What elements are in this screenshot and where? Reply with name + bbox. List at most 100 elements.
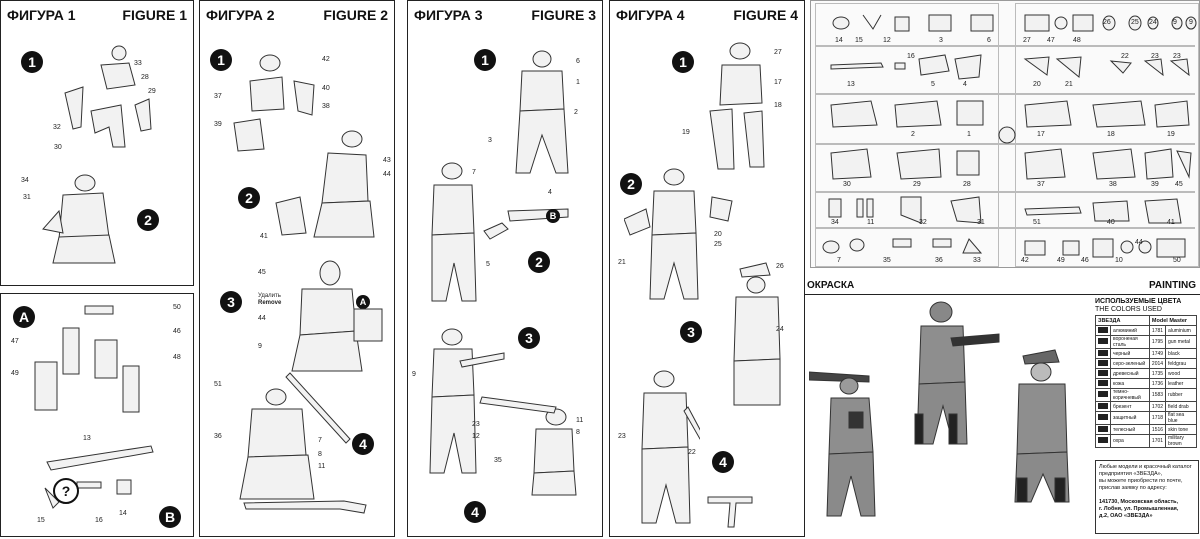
assembly-ab-panel: A B 50 47 46 48 49 ? 13 15 16 14 <box>0 293 194 537</box>
color-name-ru: серо-зеленый <box>1110 358 1150 369</box>
color-swatch <box>1098 414 1108 420</box>
sprue-label: 46 <box>1081 257 1089 264</box>
step-3-marker: 3 <box>680 321 702 343</box>
color-code: 1718 <box>1148 411 1167 425</box>
rifle-part <box>243 500 367 514</box>
figure-4-step-1-parts <box>709 42 765 170</box>
sprue-label: 25 <box>1131 19 1139 26</box>
figure-2-header: ФИГУРА 2 FIGURE 2 <box>206 5 388 25</box>
figure-1-title-ru: ФИГУРА 1 <box>7 7 76 23</box>
painting-title-ru: ОКРАСКА <box>807 280 855 291</box>
note-line: Любые модели и красочный каталог <box>1099 464 1192 470</box>
marker-b: B <box>159 506 181 528</box>
catalog-note-box: Любые модели и красочный каталог предпри… <box>1095 460 1199 534</box>
part-label: 8 <box>576 429 580 436</box>
sprue-label: 33 <box>973 257 981 264</box>
color-name-en: military brown <box>1165 434 1197 448</box>
sprue-label: 7 <box>837 257 841 264</box>
part-label: 8 <box>318 451 322 458</box>
address-line: д.2, ОАО «ЗВЕЗДА» <box>1099 513 1153 519</box>
color-name-ru: вороненая сталь <box>1110 335 1150 349</box>
part-label: 25 <box>714 241 722 248</box>
color-name-ru: древесный <box>1110 368 1150 379</box>
sprue-label: 30 <box>843 181 851 188</box>
sprue-label: 24 <box>1149 19 1157 26</box>
figure-3-panel: ФИГУРА 3 FIGURE 3 1 2 3 4 6 1 2 3 7 4 5 … <box>407 0 603 537</box>
color-name-ru: телесный <box>1110 424 1150 435</box>
sprue-label: 4 <box>963 81 967 88</box>
part-label: 36 <box>214 433 222 440</box>
marker-a: A <box>13 306 35 328</box>
sprue-label: 1 <box>967 131 971 138</box>
sprue-label: 27 <box>1023 37 1031 44</box>
sprue-label: 31 <box>977 219 985 226</box>
part-label: 38 <box>322 103 330 110</box>
part-label: 31 <box>23 194 31 201</box>
part-label: 4 <box>548 189 552 196</box>
sprue-label: 3 <box>939 37 943 44</box>
sprue-diagram: 14 15 12 3 6 27 47 48 26 25 24 9 9 16 13… <box>810 0 1200 268</box>
part-label: 35 <box>494 457 502 464</box>
color-name-en: black <box>1165 348 1197 359</box>
part-label: 40 <box>322 85 330 92</box>
sprue-parts <box>822 14 1197 258</box>
figure-1-panel: ФИГУРА 1 FIGURE 1 1 2 33 28 29 32 30 34 … <box>0 0 194 286</box>
part-label: 17 <box>774 79 782 86</box>
sprue-label: 5 <box>931 81 935 88</box>
step-2-marker: 2 <box>528 251 550 273</box>
part-label: 19 <box>682 129 690 136</box>
colors-table-header: ЗВЕЗДА Model Master <box>1095 315 1198 326</box>
part-label: 47 <box>11 338 19 345</box>
part-label: 11 <box>318 463 326 470</box>
figure-1-title-en: FIGURE 1 <box>122 7 187 23</box>
figure-2-step-3-figure <box>291 260 363 372</box>
color-name-en: wood <box>1165 368 1197 379</box>
figure-4-header: ФИГУРА 4 FIGURE 4 <box>616 5 798 25</box>
sprue-label: 51 <box>1033 219 1041 226</box>
part-label: 28 <box>141 74 149 81</box>
color-code: 1701 <box>1148 434 1167 448</box>
color-name-ru: охра <box>1110 434 1150 448</box>
sprue-label: 6 <box>987 37 991 44</box>
part-label: 49 <box>11 370 19 377</box>
sprue-label: 13 <box>847 81 855 88</box>
part-label: 14 <box>119 510 127 517</box>
part-label: 5 <box>486 261 490 268</box>
sprue-label: 44 <box>1135 239 1143 246</box>
painting-panel: ОКРАСКА PAINTING ИСПОЛЬЗУЕМЫЕ ЦВЕТА THE … <box>805 278 1200 537</box>
machine-gun-mount-parts <box>34 305 140 413</box>
step-4-marker: 4 <box>464 501 486 523</box>
step-3-marker: 3 <box>220 291 242 313</box>
question-marker: ? <box>53 478 79 504</box>
color-swatch <box>1098 369 1108 376</box>
part-label: 33 <box>134 60 142 67</box>
sprue-label: 48 <box>1073 37 1081 44</box>
part-label: 45 <box>258 269 266 276</box>
sprue-label: 2 <box>911 131 915 138</box>
part-label: 20 <box>714 231 722 238</box>
part-label: 22 <box>688 449 696 456</box>
colors-title-en: THE COLORS USED <box>1095 306 1162 313</box>
color-name-en: rubber <box>1165 388 1197 402</box>
color-swatch <box>1098 402 1108 409</box>
figure-4-panel: ФИГУРА 4 FIGURE 4 1 2 3 4 27 17 18 19 20… <box>609 0 805 537</box>
figure-3-title-ru: ФИГУРА 3 <box>414 7 483 23</box>
sprue-label: 35 <box>883 257 891 264</box>
marker-a-ref: A <box>356 295 370 309</box>
sprue-label: 45 <box>1175 181 1183 188</box>
figure-4-step-2-figure <box>624 168 733 300</box>
painting-header: ОКРАСКА PAINTING <box>805 278 1200 295</box>
sprue-label: 26 <box>1103 19 1111 26</box>
color-name-en: leather <box>1165 378 1197 389</box>
color-name-ru: защитный <box>1110 411 1150 425</box>
part-label: 3 <box>488 137 492 144</box>
colors-title-ru: ИСПОЛЬЗУЕМЫЕ ЦВЕТА <box>1095 298 1182 305</box>
sprue-label: 41 <box>1167 219 1175 226</box>
color-name-en: field drab <box>1165 401 1197 412</box>
color-code: 1516 <box>1148 424 1167 435</box>
